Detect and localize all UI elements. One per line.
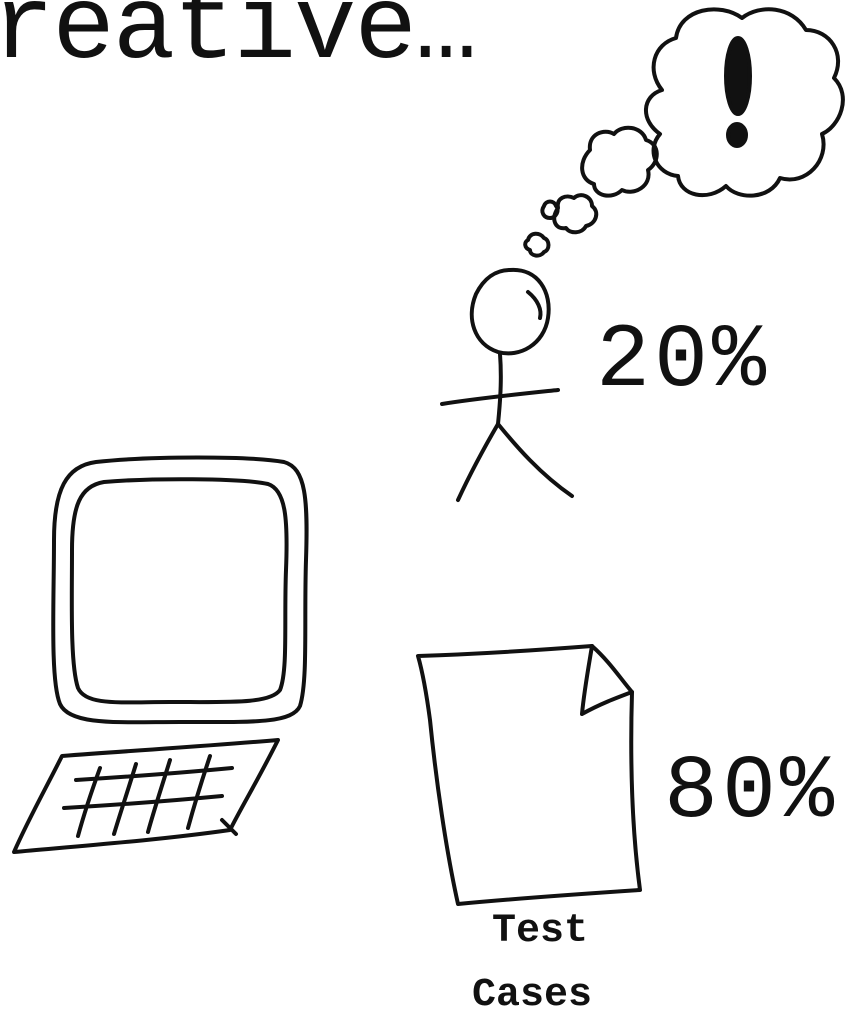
page-body	[418, 646, 640, 904]
keyboard-col-2	[114, 764, 136, 834]
figure-right-leg	[498, 424, 572, 496]
keyboard-outline	[14, 740, 278, 852]
test-cases-percentage-label: 80%	[664, 748, 838, 838]
thought-cloud-medium	[582, 128, 657, 196]
test-cases-caption-line2: Cases	[472, 976, 592, 1016]
exclamation-bar	[726, 38, 750, 114]
computer-with-keyboard-icon	[14, 458, 307, 853]
thought-cloud-tiny-2	[525, 234, 548, 256]
human-percentage-label: 20%	[596, 317, 770, 407]
test-cases-caption-line1: Test	[492, 912, 588, 952]
figure-left-leg	[458, 424, 498, 500]
monitor-screen	[72, 479, 287, 702]
figure-body	[498, 354, 501, 424]
keyboard-col-4	[188, 756, 210, 828]
thought-cloud-small	[554, 195, 596, 232]
figure-head	[472, 270, 549, 353]
keyboard-col-3	[148, 760, 170, 832]
figure-neck-hair	[528, 292, 541, 318]
thought-bubble-icon	[525, 9, 843, 255]
document-page-icon	[418, 646, 640, 904]
stick-figure-icon	[442, 270, 572, 500]
monitor-outer	[53, 458, 306, 723]
exclamation-dot	[728, 124, 746, 146]
